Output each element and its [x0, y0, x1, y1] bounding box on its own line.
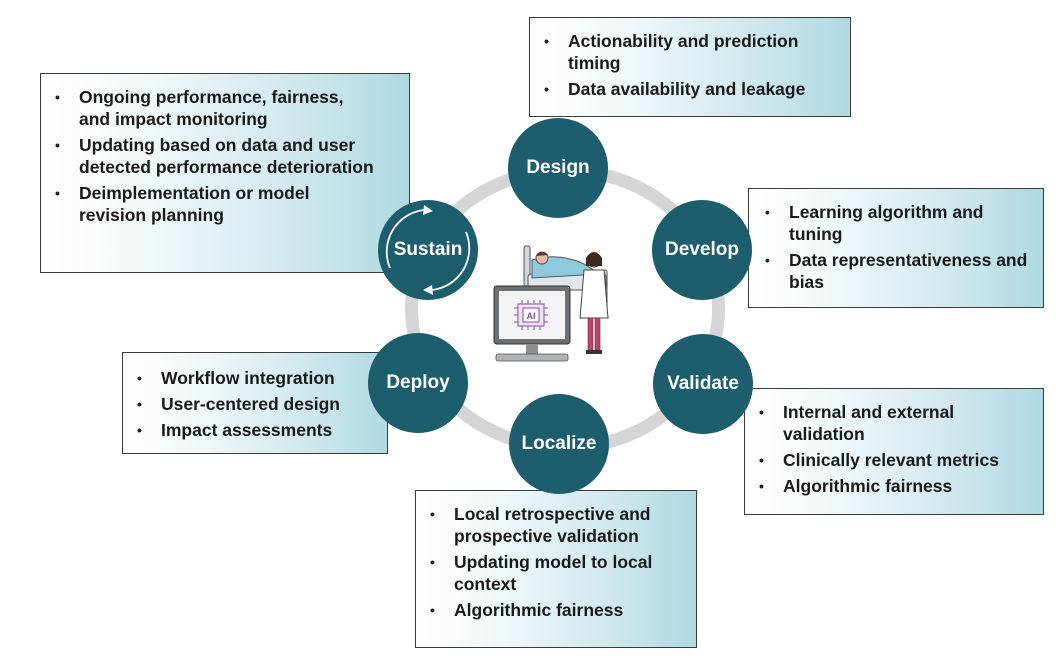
validate-item: Internal and external validation — [759, 401, 993, 445]
doctor-icon — [579, 252, 609, 354]
design-item: Data availability and leakage — [544, 78, 840, 100]
sustain-item: Ongoing performance, fairness, and impac… — [55, 86, 379, 130]
stage-localize: Localize — [509, 394, 609, 494]
design-item: Actionability and prediction timing — [544, 30, 840, 74]
stage-deploy: Deploy — [368, 333, 468, 433]
localize-box: Local retrospective and prospective vali… — [415, 490, 697, 648]
ai-screen-label: AI — [527, 311, 536, 321]
computer-monitor-icon: AI — [493, 285, 571, 362]
sustain-item: Updating based on data and user detected… — [55, 134, 389, 178]
sustain-item: Deimplementation or model revision plann… — [55, 182, 349, 226]
ai-chip-icon — [514, 300, 548, 330]
deploy-item: Workflow integration — [137, 367, 377, 389]
localize-item: Local retrospective and prospective vali… — [430, 503, 686, 547]
stage-develop: Develop — [652, 200, 752, 300]
clinical-ai-illustration: AI — [493, 245, 609, 362]
develop-item: Learning algorithm and tuning — [765, 201, 1019, 245]
deploy-box: Workflow integration User-centered desig… — [122, 352, 388, 454]
develop-item: Data representativeness and bias — [765, 249, 1039, 293]
localize-item: Algorithmic fairness — [430, 599, 686, 621]
stage-validate: Validate — [653, 334, 753, 434]
deploy-item: User-centered design — [137, 393, 377, 415]
validate-item: Clinically relevant metrics — [759, 449, 1033, 471]
deploy-item: Impact assessments — [137, 419, 377, 441]
localize-item: Updating model to local context — [430, 551, 686, 595]
stage-design: Design — [508, 118, 608, 218]
validate-item: Algorithmic fairness — [759, 475, 1033, 497]
sustain-box: Ongoing performance, fairness, and impac… — [40, 73, 410, 273]
stage-sustain: Sustain — [378, 200, 478, 300]
design-box: Actionability and prediction timing Data… — [529, 17, 851, 117]
validate-box: Internal and external validation Clinica… — [744, 388, 1044, 515]
develop-box: Learning algorithm and tuning Data repre… — [748, 188, 1044, 308]
